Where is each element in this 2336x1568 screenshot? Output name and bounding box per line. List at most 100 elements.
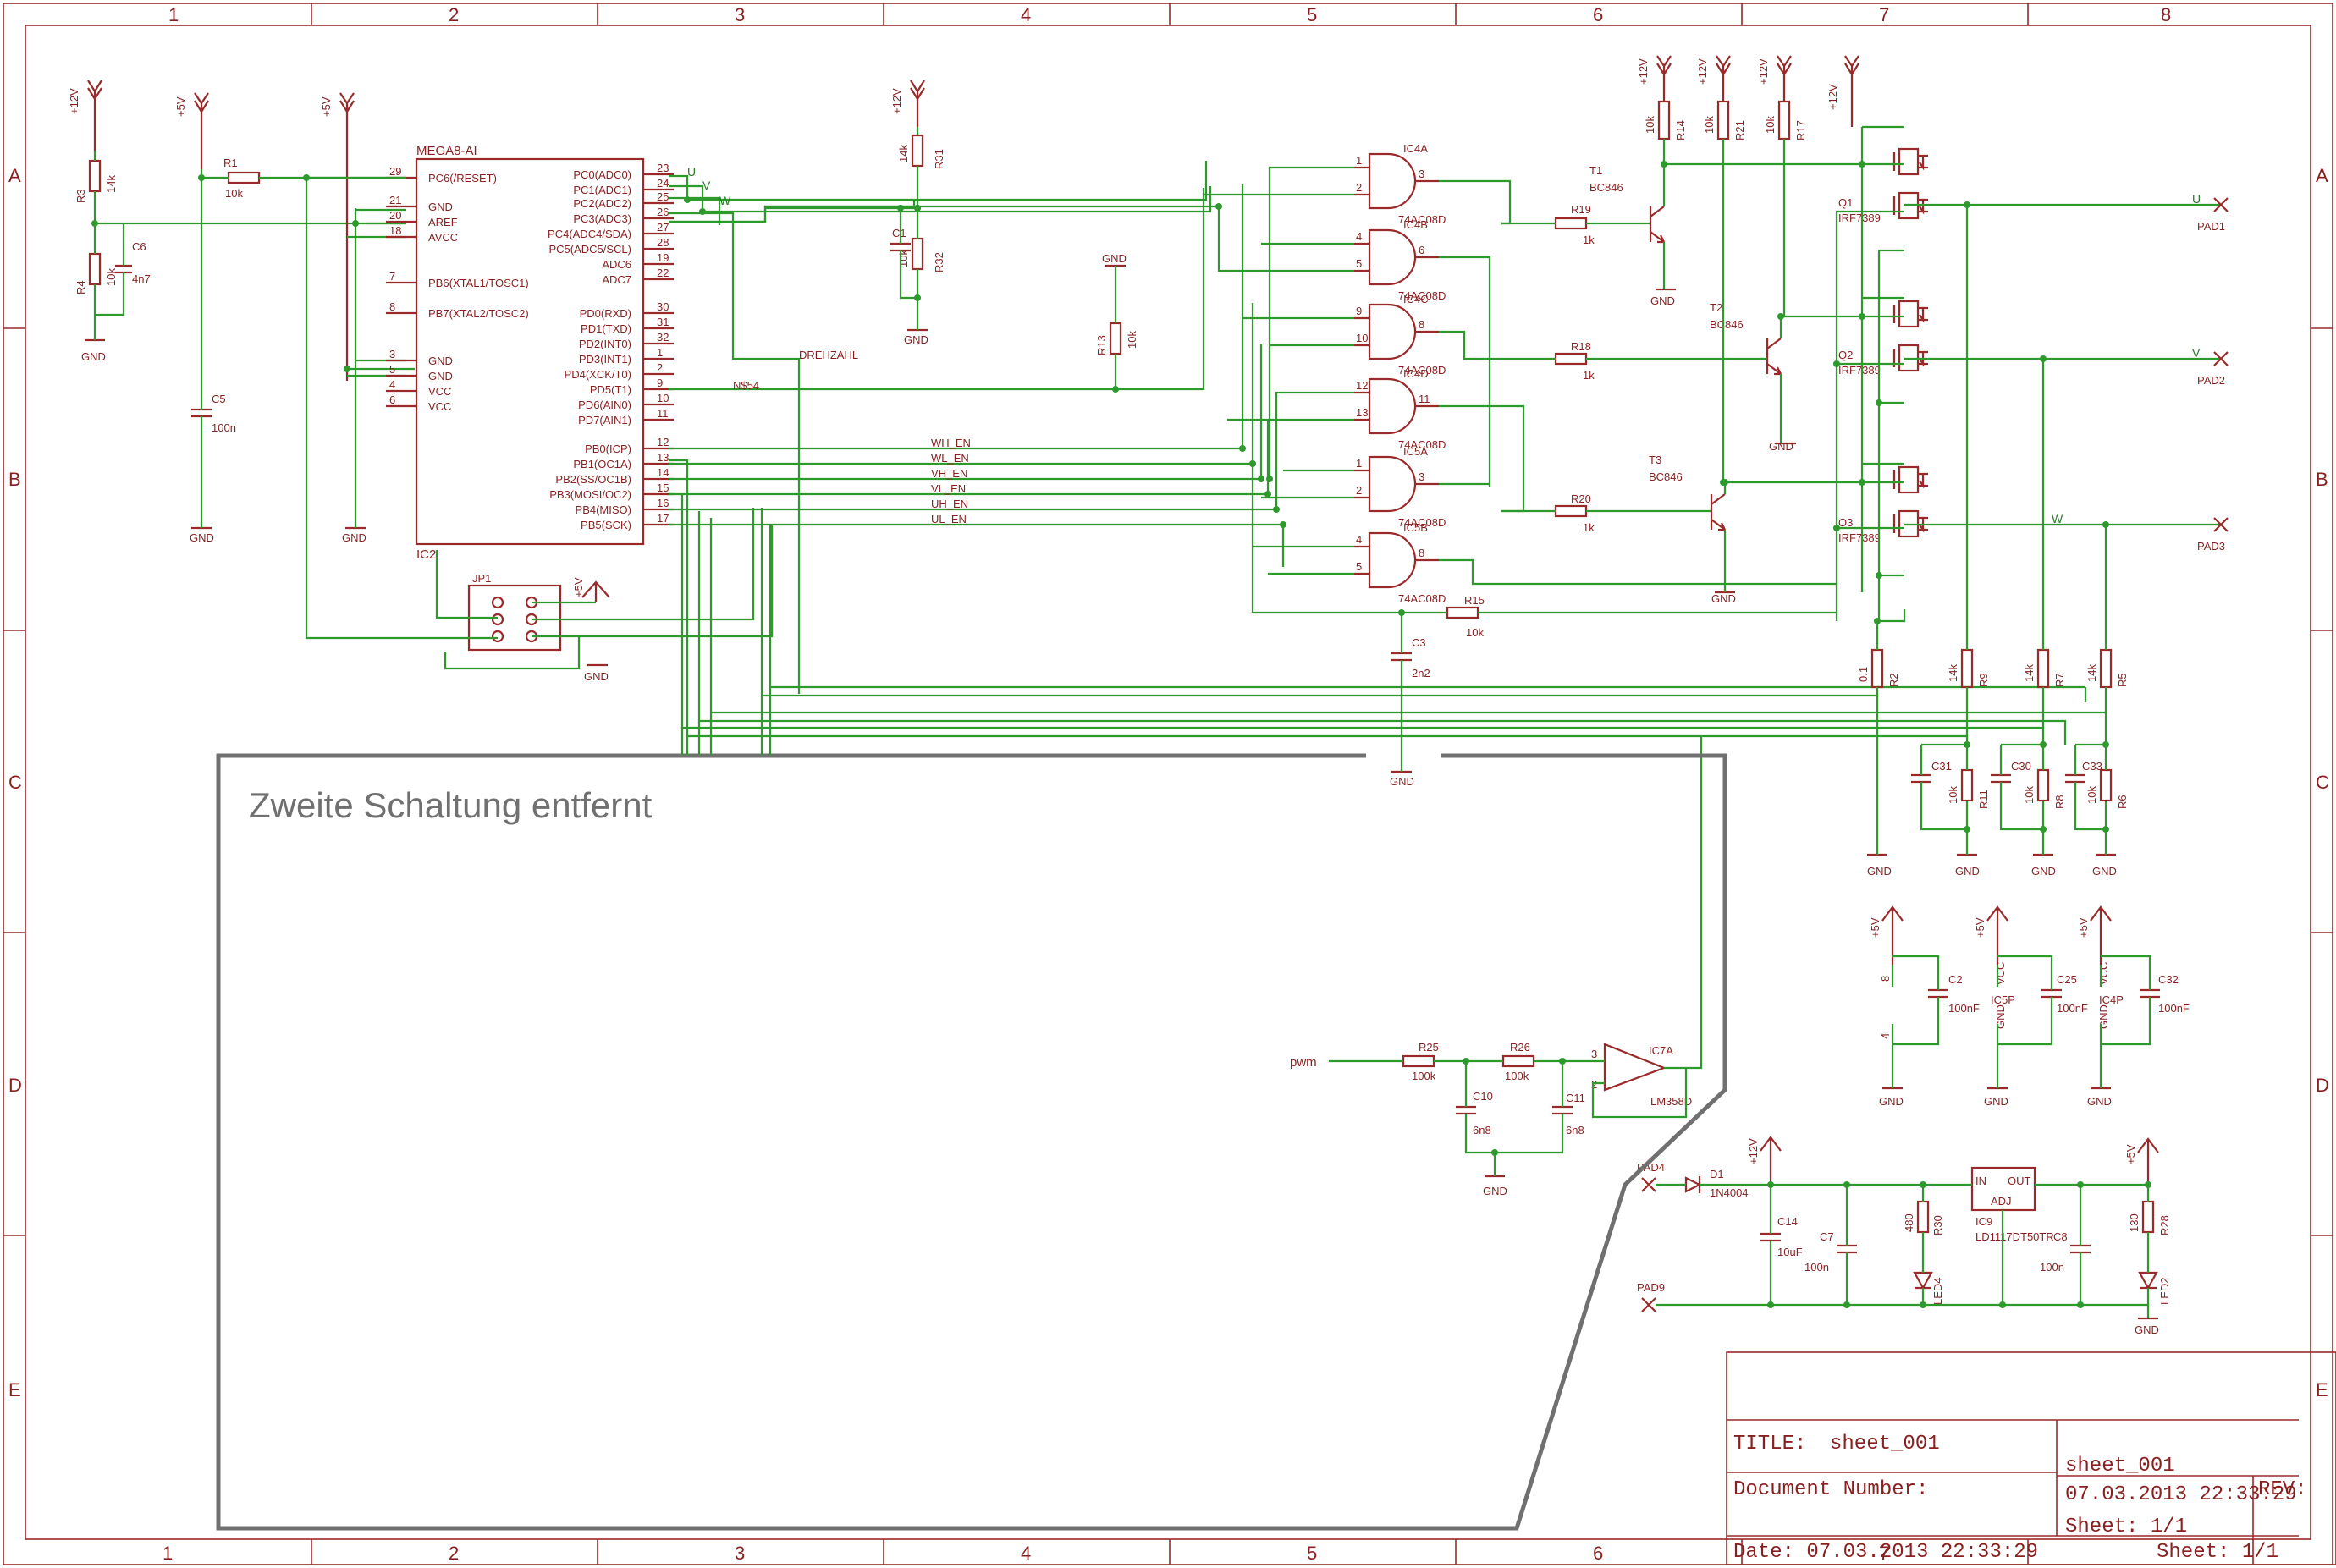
c10-ref: C10 bbox=[1473, 1090, 1493, 1103]
d1-value: 1N4004 bbox=[1710, 1186, 1749, 1199]
ic4p-gnd: GND bbox=[2097, 1004, 2110, 1029]
r18-block: R18 1k bbox=[1554, 340, 1595, 382]
mcu-pin-name: PC1(ADC1) bbox=[573, 184, 631, 196]
mcu-pin-name: PD7(AIN1) bbox=[578, 414, 631, 426]
junction-dot bbox=[1964, 201, 1970, 208]
c25-value: 100nF bbox=[2057, 1002, 2088, 1015]
mcu-pin-number: 14 bbox=[657, 466, 669, 479]
gate-type: 74AC08D bbox=[1398, 213, 1446, 226]
r30-ref: R30 bbox=[1931, 1215, 1944, 1235]
led4-ref: LED4 bbox=[1931, 1277, 1944, 1305]
col-label-bottom: 7 bbox=[1879, 1543, 1889, 1564]
mcu-name: MEGA8-AI bbox=[416, 144, 477, 158]
t3-ref: T3 bbox=[1649, 454, 1661, 466]
schematic-stroke bbox=[1656, 1183, 2150, 1318]
driver-transistors: R19 1k R18 1k R20 1k T1 BC846 T2 BC846 T… bbox=[1501, 55, 1862, 605]
gate-type: 74AC08D bbox=[1398, 516, 1446, 529]
r15-value: 10k bbox=[1466, 626, 1484, 639]
out-net-v: V bbox=[2192, 346, 2201, 360]
mcu-pin-name: PC4(ADC4/SDA) bbox=[548, 228, 631, 240]
gnd-label: GND bbox=[190, 531, 214, 544]
r15-ref: R15 bbox=[1464, 594, 1485, 607]
junction-dot bbox=[2145, 1181, 2151, 1188]
mcu-pin-number: 19 bbox=[657, 251, 669, 264]
r13-ref: R13 bbox=[1095, 335, 1108, 355]
ic7a-value: LM358D bbox=[1650, 1095, 1692, 1108]
mcu-pin-number: 10 bbox=[657, 392, 669, 404]
schematic-stroke bbox=[1402, 1054, 1435, 1068]
gate-ref: IC4C bbox=[1403, 293, 1429, 305]
schematic-stroke bbox=[415, 157, 645, 546]
schematic-stroke bbox=[1760, 1232, 1781, 1242]
ic5p-vcc: VCC bbox=[1994, 962, 2007, 985]
gnd-label: GND bbox=[1390, 775, 1414, 788]
col-label-bottom: 2 bbox=[449, 1543, 459, 1564]
c14-ref: C14 bbox=[1777, 1215, 1798, 1228]
junction-dot bbox=[1264, 491, 1271, 498]
junction-dot bbox=[1661, 161, 1667, 168]
removed-circuit-outline: Zweite Schaltung entfernt bbox=[216, 687, 1727, 1531]
junction-dot bbox=[91, 220, 98, 227]
gate-pin: 3 bbox=[1419, 168, 1424, 180]
c25-ref: C25 bbox=[2057, 973, 2077, 986]
junction-dot bbox=[352, 220, 359, 227]
led2-ref: LED2 bbox=[2158, 1277, 2171, 1305]
r6-ref: R6 bbox=[2116, 795, 2129, 809]
c5-ref: C5 bbox=[212, 393, 226, 405]
c30-ref: C30 bbox=[2011, 760, 2031, 773]
mcu-pin-name: PC5(ADC5/SCL) bbox=[548, 243, 631, 256]
junction-dot bbox=[1859, 313, 1865, 320]
c32-value: 100nF bbox=[2158, 1002, 2190, 1015]
mcu-pin-name: PD4(XCK/T0) bbox=[565, 368, 631, 381]
schematic-stroke bbox=[2090, 905, 2112, 965]
reset-divider-block: +12V R3 14k R4 10k C6 4n7 GND +5V R1 10k… bbox=[68, 80, 415, 544]
row-label-right: C bbox=[2316, 772, 2329, 793]
gate-ref: IC4D bbox=[1403, 367, 1429, 380]
row-label-left: E bbox=[8, 1379, 21, 1400]
ic7a-ref: IC7A bbox=[1649, 1044, 1673, 1057]
junction-dot bbox=[2077, 1181, 2084, 1188]
schematic-stroke bbox=[1986, 905, 2008, 965]
q1-ref: Q1 bbox=[1838, 196, 1853, 209]
ic9-out: OUT bbox=[2008, 1175, 2031, 1187]
title-value: sheet_001 bbox=[1830, 1433, 1940, 1455]
net-label-enable: VH_EN bbox=[931, 467, 967, 480]
schematic-stroke bbox=[1603, 1043, 1667, 1092]
schematic-stroke bbox=[1844, 55, 1859, 127]
title-block: TITLE: sheet_001 Document Number: sheet_… bbox=[1726, 1351, 2336, 1565]
mcu-pin-name: PB2(SS/OC1B) bbox=[555, 473, 631, 486]
junction-dot bbox=[1463, 1058, 1469, 1065]
schematic-stroke bbox=[890, 242, 911, 252]
opamp-minus: 2 bbox=[1591, 1078, 1597, 1091]
r31-value: 14k bbox=[897, 145, 910, 162]
schematic-stroke bbox=[2041, 988, 2062, 999]
ic9-value: LD1117DT50TR bbox=[1975, 1230, 2054, 1243]
ic4p-ref: IC4P bbox=[2099, 993, 2124, 1006]
mcu-pin-name: PD6(AIN0) bbox=[578, 399, 631, 411]
supply-label: +5V bbox=[320, 96, 333, 117]
gnd-label: GND bbox=[2031, 865, 2056, 878]
schematic-stroke bbox=[910, 80, 925, 127]
mcu-pin-name: GND bbox=[428, 201, 453, 213]
schematic-stroke bbox=[115, 264, 132, 274]
gate-pin: 2 bbox=[1356, 484, 1362, 497]
junction-dot bbox=[1273, 506, 1280, 513]
col-label-top: 4 bbox=[1021, 4, 1031, 25]
gnd-label: GND bbox=[1102, 252, 1127, 265]
net-label-w: W bbox=[719, 194, 731, 207]
schematic-stroke bbox=[491, 596, 504, 609]
col-label-top: 7 bbox=[1879, 4, 1889, 25]
schematic-stroke bbox=[911, 237, 924, 271]
date-stamp: 07.03.2013 22:33:29 bbox=[2065, 1483, 2297, 1506]
gnd-label: GND bbox=[1955, 865, 1980, 878]
r21-ref: R21 bbox=[1733, 120, 1746, 140]
r32-ref: R32 bbox=[933, 252, 945, 272]
junction-dot bbox=[1876, 399, 1882, 406]
net-label-enable: UH_EN bbox=[931, 498, 968, 510]
supply-label: +5V bbox=[1869, 917, 1881, 938]
row-label-right: A bbox=[2316, 165, 2328, 186]
gate-pin: 10 bbox=[1356, 332, 1368, 344]
schematic-stroke bbox=[1641, 1177, 1656, 1312]
